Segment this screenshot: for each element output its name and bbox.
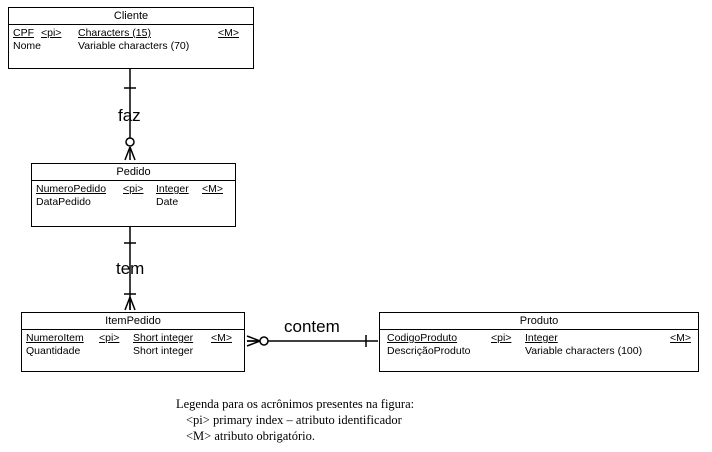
attribute-name: NumeroItem bbox=[26, 332, 84, 344]
entity-title: ItemPedido bbox=[22, 313, 244, 330]
attribute-name: NumeroPedido bbox=[36, 183, 107, 195]
attribute-type: Date bbox=[156, 196, 179, 208]
attribute-name: DescriçãoProduto bbox=[387, 345, 471, 357]
attribute-row: CodigoProduto <pi> Integer <M> bbox=[387, 332, 694, 345]
attribute-type: Variable characters (100) bbox=[525, 345, 643, 357]
faz-crow-right bbox=[129, 146, 136, 161]
attribute-row: NumeroPedido <pi> Integer <M> bbox=[36, 183, 231, 196]
attribute-type: Short integer bbox=[133, 345, 194, 357]
attribute-row: CPF <pi> Characters (15) <M> bbox=[13, 27, 249, 40]
attribute-type: Integer bbox=[525, 332, 558, 344]
faz-optional-circle bbox=[125, 137, 135, 147]
attribute-name: CPF bbox=[13, 27, 34, 39]
entity-title: Pedido bbox=[32, 164, 235, 181]
attribute-mandatory-tag: <M> bbox=[211, 332, 233, 344]
attribute-row: DescriçãoProduto Variable characters (10… bbox=[387, 345, 694, 358]
entity-cliente[interactable]: Cliente CPF <pi> Characters (15) <M> Nom… bbox=[8, 7, 254, 69]
relationship-label-tem: tem bbox=[116, 259, 145, 278]
legend-pi-line: <pi> primary index – atributo identifica… bbox=[186, 413, 402, 427]
relationship-label-faz: faz bbox=[118, 106, 141, 125]
legend: Legenda para os acrônimos presentes na f… bbox=[176, 396, 414, 444]
entity-pedido[interactable]: Pedido NumeroPedido <pi> Integer <M> Dat… bbox=[31, 163, 236, 227]
attribute-type: Variable characters (70) bbox=[78, 40, 190, 52]
legend-title: Legenda para os acrônimos presentes na f… bbox=[176, 397, 415, 411]
faz-crow-left bbox=[124, 146, 131, 161]
attribute-name: Nome bbox=[13, 40, 42, 52]
attribute-pi-tag: <pi> bbox=[491, 332, 512, 344]
attribute-row: DataPedido Date bbox=[36, 196, 231, 209]
attribute-row: Nome Variable characters (70) bbox=[13, 40, 249, 53]
contem-crow-bottom bbox=[246, 340, 261, 347]
attribute-type: Short integer bbox=[133, 332, 194, 344]
attribute-mandatory-tag: <M> bbox=[670, 332, 692, 344]
attribute-type: Characters (15) bbox=[78, 27, 151, 39]
attribute-pi-tag: <pi> bbox=[99, 332, 120, 344]
attribute-mandatory-tag: <M> bbox=[218, 27, 240, 39]
tem-crow-left bbox=[124, 296, 131, 311]
attribute-pi-tag: <pi> bbox=[41, 27, 62, 39]
attribute-mandatory-tag: <M> bbox=[202, 183, 224, 195]
attribute-row: Quantidade Short integer bbox=[26, 345, 240, 358]
entity-itempedido[interactable]: ItemPedido NumeroItem <pi> Short integer… bbox=[21, 312, 245, 372]
contem-optional-circle bbox=[259, 336, 269, 346]
entity-title: Cliente bbox=[9, 8, 253, 25]
attribute-row: NumeroItem <pi> Short integer <M> bbox=[26, 332, 240, 345]
relationship-label-contem: contem bbox=[284, 317, 340, 336]
attribute-pi-tag: <pi> bbox=[123, 183, 144, 195]
attribute-type: Integer bbox=[156, 183, 189, 195]
legend-m-line: <M> atributo obrigatório. bbox=[186, 429, 316, 443]
contem-crow-top bbox=[246, 335, 261, 342]
entity-title: Produto bbox=[380, 313, 698, 330]
attribute-name: DataPedido bbox=[36, 196, 91, 208]
attribute-name: Quantidade bbox=[26, 345, 81, 357]
attribute-name: CodigoProduto bbox=[387, 332, 458, 344]
tem-crow-right bbox=[129, 296, 136, 311]
entity-produto[interactable]: Produto CodigoProduto <pi> Integer <M> D… bbox=[379, 312, 699, 372]
